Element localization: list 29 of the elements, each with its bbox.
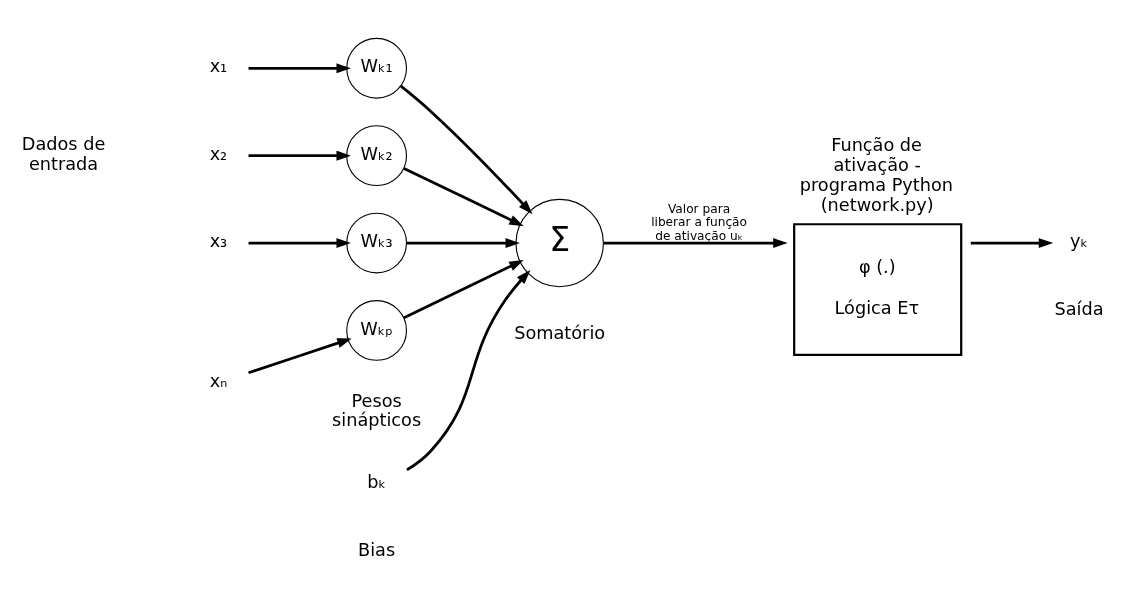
node-label: Bias bbox=[358, 539, 396, 560]
arrow bbox=[406, 269, 531, 471]
node-label: Função de ativação - programa Python (network.py) bbox=[799, 134, 953, 215]
arrow bbox=[970, 237, 1054, 248]
node-box: φ (.) Lógica Eτ bbox=[793, 222, 963, 356]
edge-label: Valor para liberar a função de ativação uₖ bbox=[651, 201, 747, 243]
node-text: x₂ bbox=[209, 143, 228, 164]
node-circle: Wₖ₃ bbox=[346, 212, 408, 273]
arrow bbox=[403, 259, 524, 319]
arrow bbox=[248, 62, 351, 73]
arrow bbox=[248, 150, 351, 161]
node-text: bₖ bbox=[367, 471, 386, 492]
arrow bbox=[403, 166, 524, 226]
arrow bbox=[406, 237, 520, 248]
node-circle: Wₖₚ bbox=[346, 299, 408, 361]
arrow bbox=[248, 337, 352, 374]
label: Dados de entrada bbox=[21, 133, 106, 174]
node-text: x₁ bbox=[209, 55, 228, 76]
arrow bbox=[603, 237, 788, 248]
arrow bbox=[248, 237, 351, 248]
node-label: Somatório bbox=[514, 322, 606, 343]
node-circle: Wₖ₁ bbox=[346, 37, 408, 99]
node-text: yₖ bbox=[1070, 230, 1089, 251]
node-text: x₃ bbox=[209, 230, 228, 251]
node-text: xₙ bbox=[209, 370, 228, 391]
node-circle: Wₖ₂ bbox=[346, 124, 408, 186]
node-label: Saída bbox=[1054, 298, 1104, 319]
arrow bbox=[400, 84, 533, 214]
label: Pesos sinápticos bbox=[332, 390, 422, 430]
